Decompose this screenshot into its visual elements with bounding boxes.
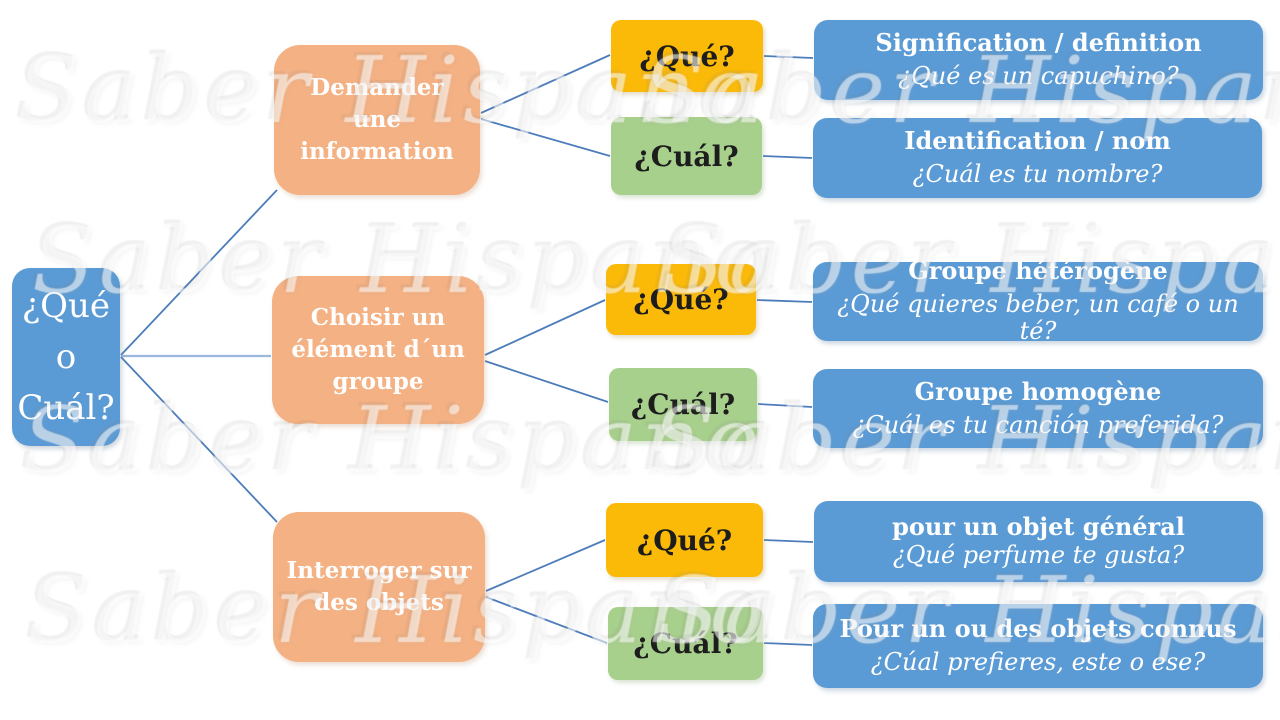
detail-title: Groupe hétérogène [908,256,1168,286]
cual-node-row2: ¿Cuál? [609,368,757,441]
detail-node-groupe-homogene: Groupe homogène ¿Cuál es tu canción pref… [813,369,1263,448]
detail-title: Groupe homogène [914,376,1162,406]
detail-example: ¿Qué perfume te gusta? [892,541,1185,569]
que-node-row1: ¿Qué? [611,20,763,92]
detail-node-objets-connus: Pour un ou des objets connus ¿Cúal prefi… [813,604,1263,688]
category-node-interroger-objets: Interroger sur des objets [273,512,485,662]
detail-node-objet-general: pour un objet général ¿Qué perfume te gu… [814,501,1263,582]
detail-title: Pour un ou des objets connus [839,614,1237,644]
detail-example: ¿Cúal prefieres, este o ese? [870,648,1206,676]
cual-node-row3: ¿Cuál? [608,607,763,680]
cual-node-row1: ¿Cuál? [611,117,762,195]
detail-title: Signification / definition [875,28,1202,58]
category-node-choisir-element: Choisir un élément d´un groupe [272,276,484,424]
detail-example: ¿Cuál es tu canción preferida? [852,410,1224,439]
detail-node-groupe-heterogene: Groupe hétérogène ¿Qué quieres beber, un… [813,257,1263,345]
detail-title: pour un objet général [892,512,1185,542]
category-node-demander-information: Demander une information [274,45,480,195]
detail-example: ¿Qué es un capuchino? [898,62,1179,90]
detail-node-signification: Signification / definition ¿Qué es un ca… [814,20,1263,100]
detail-example: ¿Qué quieres beber, un café o un té? [837,289,1239,346]
detail-node-identification: Identification / nom ¿Cuál es tu nombre? [813,118,1262,198]
que-node-row2: ¿Qué? [606,264,756,335]
root-node-que-o-cual: ¿Qué o Cuál? [12,268,120,446]
detail-example: ¿Cuál es tu nombre? [912,160,1163,188]
detail-title: Identification / nom [904,126,1171,156]
que-node-row3: ¿Qué? [606,503,763,577]
